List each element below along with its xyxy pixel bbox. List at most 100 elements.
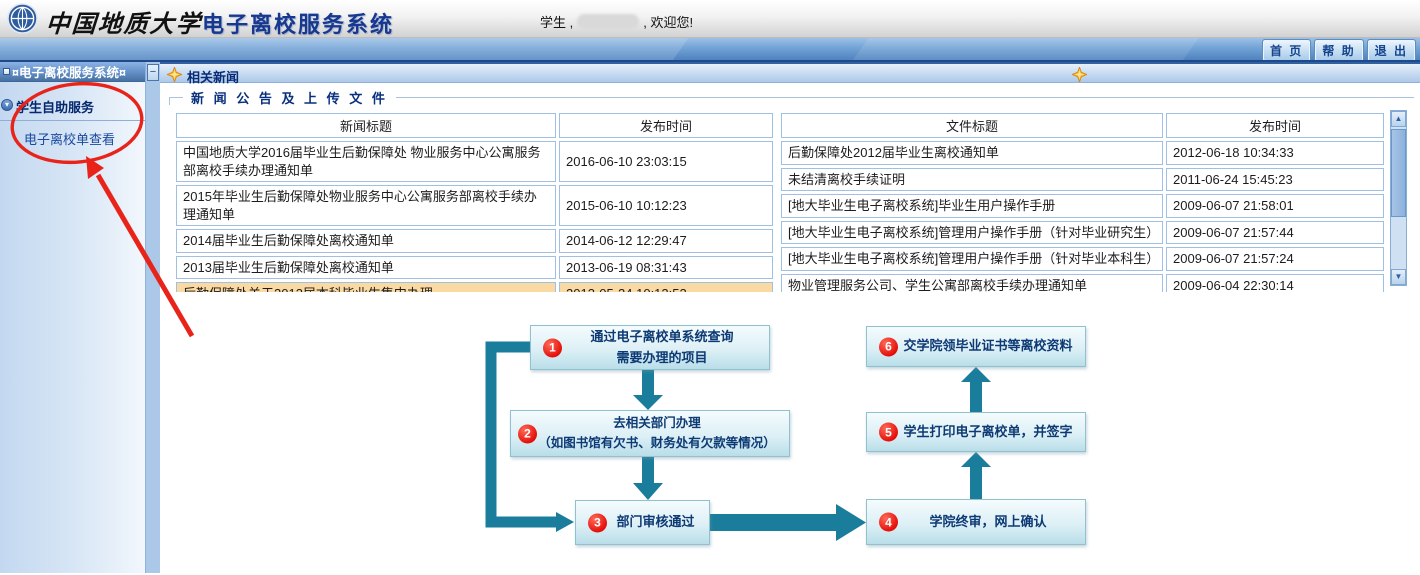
document-title-link[interactable]: 未结清离校手续证明: [781, 167, 1163, 192]
sidebar-title: ¤电子离校服务系统¤: [12, 66, 126, 80]
document-title-link[interactable]: [地大毕业生电子离校系统]毕业生用户操作手册: [781, 194, 1163, 218]
top-banner: 中国地质大学 电子离校服务系统 学生 , , 欢迎您!: [0, 0, 1420, 38]
column-header: 文件标题: [781, 113, 1163, 138]
table-row: 后勤保障处关于2013届本科毕业生集中办理2013-05-24 10:12:52: [176, 282, 773, 292]
table-row: [地大毕业生电子离校系统]管理用户操作手册（针对毕业本科生）2009-06-07…: [781, 247, 1384, 271]
sidebar-section-label: 学生自助服务: [16, 100, 95, 115]
nav-bar: 首 页 帮 助 退 出: [0, 38, 1420, 62]
publish-date: 2011-06-24 15:45:23: [1166, 167, 1384, 192]
content-area: ¤电子离校服务系统¤ ▾ 学生自助服务 电子离校单查看 − 相关新闻: [0, 62, 1420, 573]
document-title-link[interactable]: 2015年毕业生后勤保障处物业服务中心公寓服务部离校手续办理通知单: [176, 185, 556, 227]
tables-region: 新闻标题发布时间 中国地质大学2016届毕业生后勤保障处 物业服务中心公寓服务部…: [173, 110, 1414, 292]
step-text: 去相关部门办理: [613, 416, 701, 431]
sidebar: ¤电子离校服务系统¤ ▾ 学生自助服务 电子离校单查看: [0, 62, 145, 573]
step-text: （如图书馆有欠书、财务处有欠款等情况）: [538, 435, 776, 450]
sidebar-item-leave-form-view[interactable]: 电子离校单查看: [24, 132, 116, 147]
step-text: 通过电子离校单系统查询: [590, 329, 734, 345]
document-title-link[interactable]: 2014届毕业生后勤保障处离校通知单: [176, 229, 556, 253]
scrollbar-track[interactable]: [1391, 127, 1406, 269]
document-title-link[interactable]: 中国地质大学2016届毕业生后勤保障处 物业服务中心公寓服务部离校手续办理通知单: [176, 141, 556, 183]
flow-step-1: 1 通过电子离校单系统查询 需要办理的项目: [530, 325, 770, 370]
home-button[interactable]: 首 页: [1261, 39, 1312, 60]
main-panel: 相关新闻 新 闻 公 告 及 上 传 文 件 新闻标题发布时间 中国地质大学20…: [160, 62, 1420, 573]
fieldset-legend: 新 闻 公 告 及 上 传 文 件: [183, 88, 396, 107]
step-number-badge: 5: [879, 422, 898, 442]
step-text: 学生打印电子离校单，并签字: [903, 423, 1073, 439]
step-text: 部门审核通过: [616, 514, 695, 530]
document-title-link[interactable]: 后勤保障处关于2013届本科毕业生集中办理: [176, 282, 556, 292]
university-name: 中国地质大学: [44, 12, 203, 38]
file-table-header-row: 文件标题发布时间: [781, 113, 1384, 138]
document-title-link[interactable]: 物业管理服务公司、学生公寓部离校手续办理通知单: [781, 273, 1163, 292]
collapse-panel-button[interactable]: −: [147, 64, 159, 81]
scroll-down-button[interactable]: ▼: [1391, 269, 1406, 285]
star-icon: [1072, 67, 1087, 82]
nav-links: 首 页 帮 助 退 出: [1261, 39, 1417, 60]
step-number-badge: 6: [879, 337, 898, 356]
publish-date: 2013-05-24 10:12:52: [559, 282, 773, 292]
help-button[interactable]: 帮 助: [1314, 39, 1364, 60]
scrollbar-thumb[interactable]: [1391, 129, 1406, 217]
logout-button[interactable]: 退 出: [1366, 39, 1417, 60]
main-header-bar: 相关新闻: [160, 62, 1420, 85]
step-number-badge: 2: [518, 424, 537, 443]
column-header: 发布时间: [559, 113, 773, 138]
sidebar-section-student-self-service[interactable]: ▾ 学生自助服务: [0, 94, 145, 121]
process-flowchart: 1 通过电子离校单系统查询 需要办理的项目 2 去相关部门办理 （如图书馆有欠书…: [160, 295, 1420, 575]
publish-date: 2009-06-04 22:30:14: [1166, 273, 1384, 292]
step-number-badge: 4: [879, 512, 898, 532]
document-title-link[interactable]: 2013届毕业生后勤保障处离校通知单: [176, 255, 556, 280]
welcome-suffix: , 欢迎您!: [643, 15, 694, 30]
document-title-link[interactable]: [地大毕业生电子离校系统]管理用户操作手册（针对毕业本科生）: [781, 247, 1163, 271]
publish-date: 2009-06-07 21:57:24: [1166, 247, 1384, 271]
flow-step-6: 6 交学院领毕业证书等离校资料: [866, 326, 1086, 367]
flow-step-4: 4 学院终审，网上确认: [866, 499, 1086, 545]
news-table-header-row: 新闻标题发布时间: [176, 113, 773, 138]
flow-arrows: [485, 341, 991, 541]
flow-step-2: 2 去相关部门办理 （如图书馆有欠书、财务处有欠款等情况）: [510, 410, 790, 457]
step-number-badge: 3: [588, 513, 607, 532]
university-logo-icon: [7, 3, 38, 34]
publish-date: 2009-06-07 21:58:01: [1166, 194, 1384, 218]
column-header: 发布时间: [1166, 113, 1384, 138]
step-text: 学院终审，网上确认: [929, 513, 1047, 529]
step-text: 需要办理的项目: [616, 349, 708, 365]
vertical-scrollbar[interactable]: ▲ ▼: [1390, 110, 1407, 286]
collapse-arrow-icon: ▾: [1, 99, 13, 111]
scroll-up-button[interactable]: ▲: [1391, 111, 1406, 127]
flow-step-3: 3 部门审核通过: [575, 500, 710, 545]
publish-date: 2012-06-18 10:34:33: [1166, 141, 1384, 165]
flow-step-5: 5 学生打印电子离校单，并签字: [866, 412, 1086, 452]
publish-date: 2013-06-19 08:31:43: [559, 255, 773, 280]
publish-date: 2014-06-12 12:29:47: [559, 229, 773, 253]
column-header: 新闻标题: [176, 113, 556, 138]
publish-date: 2016-06-10 23:03:15: [559, 141, 773, 183]
system-title: 电子离校服务系统: [202, 12, 395, 37]
document-title-link[interactable]: 后勤保障处2012届毕业生离校通知单: [781, 141, 1163, 165]
redacted-student-name: [577, 14, 640, 29]
sidebar-title-bar: ¤电子离校服务系统¤: [0, 62, 145, 82]
step-number-badge: 1: [543, 338, 562, 357]
star-icon: [167, 67, 182, 82]
step-text: 交学院领毕业证书等离校资料: [903, 338, 1073, 354]
panel-splitter[interactable]: −: [145, 62, 160, 573]
publish-date: 2015-06-10 10:12:23: [559, 185, 773, 227]
main-header-title: 相关新闻: [187, 70, 240, 85]
menu-icon: [3, 68, 10, 75]
publish-date: 2009-06-07 21:57:44: [1166, 220, 1384, 245]
table-row: [地大毕业生电子离校系统]管理用户操作手册（针对毕业研究生）2009-06-07…: [781, 220, 1384, 245]
document-title-link[interactable]: [地大毕业生电子离校系统]管理用户操作手册（针对毕业研究生）: [781, 220, 1163, 245]
welcome-text: 学生 , , 欢迎您!: [540, 12, 693, 31]
table-row: 中国地质大学2016届毕业生后勤保障处 物业服务中心公寓服务部离校手续办理通知单…: [176, 141, 773, 183]
welcome-prefix: 学生 ,: [540, 15, 574, 30]
news-fieldset: 新 闻 公 告 及 上 传 文 件 新闻标题发布时间 中国地质大学2016届毕业…: [169, 88, 1414, 292]
